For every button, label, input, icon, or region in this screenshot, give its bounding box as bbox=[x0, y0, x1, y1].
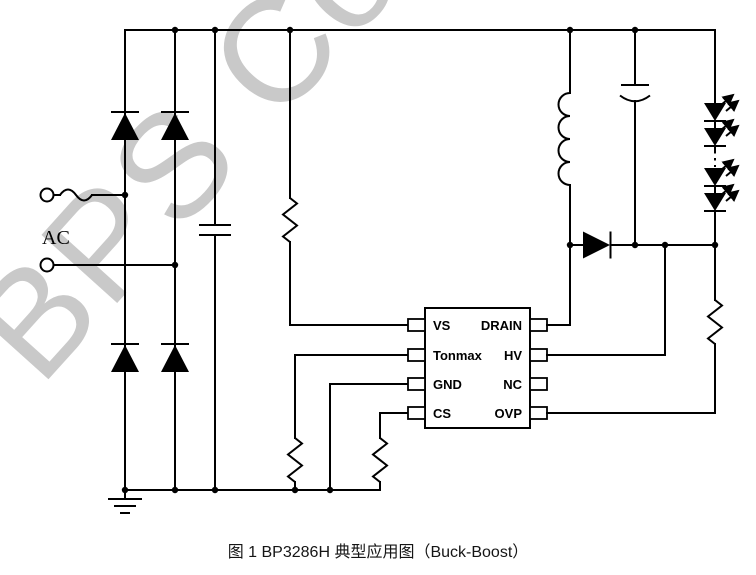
junction-dot bbox=[566, 241, 574, 249]
vs-resistor-icon bbox=[281, 197, 299, 243]
capacitor-curved-plate bbox=[619, 94, 651, 103]
wire-top-rail bbox=[124, 29, 716, 491]
led-light-arrow bbox=[725, 164, 740, 178]
led-light-arrow bbox=[725, 189, 740, 203]
led-light-arrow bbox=[725, 124, 740, 138]
ic-body bbox=[424, 307, 531, 429]
junction-dot bbox=[291, 486, 299, 494]
pin-label-drain: DRAIN bbox=[481, 318, 522, 333]
freewheel-diode bbox=[569, 231, 716, 259]
led-light-arrow bbox=[720, 158, 735, 172]
junction-dot bbox=[631, 241, 639, 249]
pin-label-gnd: GND bbox=[433, 377, 462, 392]
output-capacitor bbox=[619, 29, 651, 246]
pin-box-cs bbox=[407, 406, 426, 420]
pin-box-tonmax bbox=[407, 348, 426, 362]
ic-bp3286h: VS Tonmax GND CS DRAIN HV NC OVP bbox=[407, 307, 548, 429]
bridge-diode-top-left bbox=[111, 111, 139, 140]
junction-dot bbox=[661, 241, 669, 249]
led-light-arrow bbox=[720, 93, 735, 107]
tonmax-resistor-icon bbox=[286, 437, 304, 483]
bridge-diode-bottom-right bbox=[161, 343, 189, 372]
inductor-icon bbox=[557, 92, 571, 186]
junction-dot bbox=[171, 26, 179, 34]
wire-segment bbox=[294, 354, 409, 491]
led-string bbox=[704, 93, 740, 414]
wire-segment bbox=[289, 29, 409, 326]
led-light-arrow bbox=[725, 99, 740, 113]
figure-caption: 图 1 BP3286H 典型应用图（Buck-Boost） bbox=[227, 544, 529, 561]
junction-dot bbox=[171, 486, 179, 494]
junction-dots bbox=[121, 26, 719, 494]
pin-box-nc bbox=[529, 377, 548, 391]
junction-dot bbox=[631, 26, 639, 34]
bus-capacitor bbox=[199, 29, 231, 491]
pin-box-drain bbox=[529, 318, 548, 332]
capacitor-icon bbox=[199, 224, 231, 236]
ground-icon bbox=[108, 490, 142, 514]
junction-dot bbox=[211, 26, 219, 34]
led-1 bbox=[704, 93, 740, 122]
junction-dot bbox=[711, 241, 719, 249]
ac-label: AC bbox=[42, 227, 70, 249]
led-2 bbox=[704, 118, 740, 147]
bridge-diode-top-right bbox=[161, 111, 189, 140]
wire-segment bbox=[546, 184, 571, 326]
junction-dot bbox=[171, 261, 179, 269]
vs-branch bbox=[281, 29, 409, 326]
pin-box-vs bbox=[407, 318, 426, 332]
pin-box-ovp bbox=[529, 406, 548, 420]
diode-icon bbox=[583, 231, 610, 259]
hv-branch-wire bbox=[546, 244, 666, 356]
drain-branch bbox=[546, 29, 571, 326]
pin-label-vs: VS bbox=[433, 318, 451, 333]
junction-dot bbox=[286, 26, 294, 34]
junction-dot bbox=[326, 486, 334, 494]
led-4 bbox=[704, 183, 740, 212]
junction-dot bbox=[566, 26, 574, 34]
junction-dot bbox=[121, 486, 129, 494]
pin-label-ovp: OVP bbox=[495, 406, 523, 421]
bridge-diode-bottom-left bbox=[111, 343, 139, 372]
pin-label-hv: HV bbox=[504, 348, 522, 363]
gnd-branch-wire bbox=[329, 383, 409, 491]
ac-terminal-top bbox=[39, 187, 55, 203]
ovp-resistor-icon bbox=[706, 299, 724, 345]
tonmax-branch bbox=[286, 354, 409, 491]
pin-box-hv bbox=[529, 348, 548, 362]
wire-segment bbox=[379, 412, 409, 491]
ac-input: AC bbox=[39, 187, 176, 273]
pin-label-tonmax: Tonmax bbox=[433, 348, 483, 363]
junction-dot bbox=[121, 191, 129, 199]
led-3 bbox=[704, 158, 740, 187]
ac-terminal-bottom bbox=[39, 257, 55, 273]
cs-branch bbox=[371, 412, 409, 491]
pin-label-nc: NC bbox=[503, 377, 522, 392]
cs-resistor-icon bbox=[371, 437, 389, 483]
pin-box-gnd bbox=[407, 377, 426, 391]
bridge-rectifier bbox=[111, 111, 189, 372]
fuse-icon bbox=[59, 188, 93, 202]
pin-label-cs: CS bbox=[433, 406, 451, 421]
junction-dot bbox=[211, 486, 219, 494]
